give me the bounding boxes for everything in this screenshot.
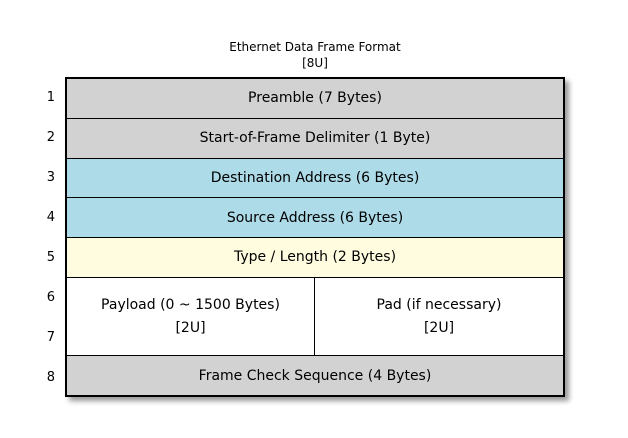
row-number-4: 4 — [46, 209, 55, 225]
start-of-frame-delimiter-label: Start-of-Frame Delimiter (1 Byte) — [199, 130, 431, 147]
row-source-address: Source Address (6 Bytes) — [67, 197, 563, 237]
pad-cell: Pad (if necessary) [2U] — [315, 278, 563, 356]
row-number-7: 7 — [46, 329, 55, 345]
preamble-label: Preamble (7 Bytes) — [248, 90, 382, 107]
payload-units: [2U] — [175, 319, 206, 336]
frame-format-table: Preamble (7 Bytes) Start-of-Frame Delimi… — [65, 77, 565, 397]
source-address-label: Source Address (6 Bytes) — [226, 209, 404, 226]
row-destination-address: Destination Address (6 Bytes) — [67, 157, 563, 198]
diagram-title-units: [8U] — [302, 56, 328, 70]
row-type-length: Type / Length (2 Bytes) — [67, 237, 563, 277]
row-payload-pad: Payload (0 ~ 1500 Bytes) [2U] Pad (if ne… — [67, 276, 563, 356]
row-frame-check-sequence: Frame Check Sequence (4 Bytes) — [67, 355, 563, 395]
diagram-title-text: Ethernet Data Frame Format — [229, 40, 401, 54]
diagram-title: Ethernet Data Frame Format [8U] — [65, 39, 565, 71]
row-number-3: 3 — [46, 169, 55, 185]
payload-label: Payload (0 ~ 1500 Bytes) — [101, 296, 280, 313]
row-number-1: 1 — [46, 89, 55, 105]
row-number-2: 2 — [46, 129, 55, 145]
row-number-8: 8 — [46, 369, 55, 385]
frame-check-sequence-label: Frame Check Sequence (4 Bytes) — [198, 367, 432, 384]
row-number-column: 1 2 3 4 5 6 7 8 — [0, 77, 55, 397]
pad-units: [2U] — [423, 319, 455, 336]
destination-address-label: Destination Address (6 Bytes) — [210, 169, 420, 186]
pad-label: Pad (if necessary) — [376, 296, 502, 313]
row-start-of-frame-delimiter: Start-of-Frame Delimiter (1 Byte) — [67, 117, 563, 158]
row-preamble: Preamble (7 Bytes) — [67, 79, 563, 118]
row-number-5: 5 — [46, 249, 55, 265]
payload-cell: Payload (0 ~ 1500 Bytes) [2U] — [67, 277, 315, 356]
row-number-6: 6 — [46, 289, 55, 305]
type-length-label: Type / Length (2 Bytes) — [233, 249, 397, 266]
